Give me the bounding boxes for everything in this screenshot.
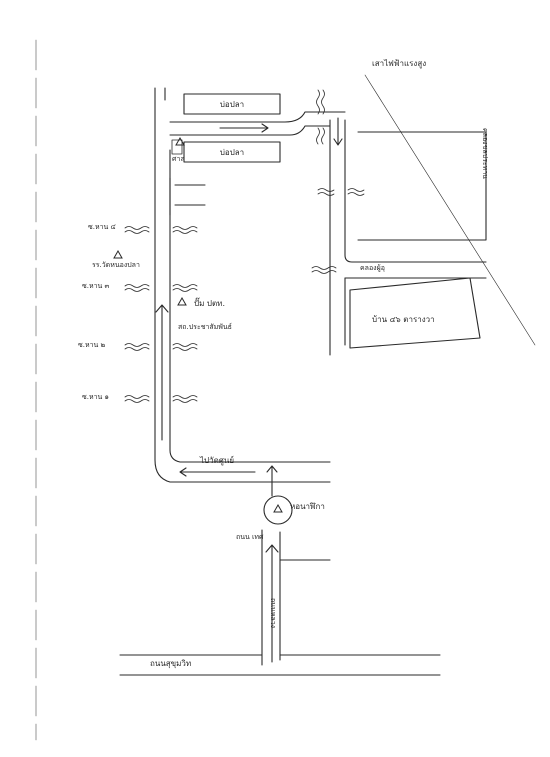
vertical-arrow (265, 544, 279, 663)
canal-arrow-down (333, 117, 343, 146)
health-label: สถ.ประชาสัมพันธ์ (178, 323, 232, 331)
roundabout (263, 495, 293, 525)
junction-arrow-left (179, 467, 256, 477)
canal-top (316, 89, 325, 145)
main-road-left-edge (154, 87, 331, 483)
fish-pond-top (183, 93, 281, 115)
canal-soi1 (124, 395, 198, 403)
canal-soi4 (124, 226, 198, 234)
landmark-school-icon (113, 249, 123, 259)
soi2-label: ซ.หาน ๒ (78, 341, 106, 349)
junction-arrow-up (266, 465, 278, 497)
bottom-road-label: ถนนสุขุมวิท (150, 659, 192, 668)
pond-road-upper (169, 111, 346, 123)
main-road-right-edge (169, 149, 331, 463)
canal-right-label: คลองชลประทาน (481, 128, 489, 179)
landmark-pump-icon (177, 296, 187, 306)
shrine-label: ศาล (172, 155, 185, 163)
right-road-right-edge (344, 119, 487, 263)
shrine-box (171, 139, 183, 155)
plot-46 (349, 277, 481, 349)
main-road-vertical-label: ถนนหลวง (269, 598, 277, 629)
roundabout-label: หอนาฬิกา (290, 502, 325, 511)
pond-arrow (219, 123, 269, 133)
small-road-label: ถนน เทศ (236, 533, 264, 541)
fish-pond-bottom (183, 141, 281, 163)
landmark-clock-icon (273, 503, 283, 513)
canal-right-2 (311, 266, 337, 274)
landmark-shrine-icon (175, 136, 185, 146)
school-label: รร.วัดหนองปลา (92, 261, 140, 269)
soi4-label: ซ.หาน ๔ (88, 223, 116, 231)
canal-soi3 (124, 284, 198, 292)
pond-top-label: บ่อปลา (219, 100, 245, 109)
pond-bottom-label: บ่อปลา (219, 148, 245, 157)
canal-soi2 (124, 343, 198, 351)
canal-right-1 (317, 188, 365, 196)
soi3-label: ซ.หาน ๓ (82, 282, 110, 290)
pond-road-lower (169, 125, 331, 136)
canal-east-label: คลองผู้อุ (360, 264, 385, 272)
pump-label: ปั๊ม ปตท. (194, 299, 225, 308)
road-arrow-left-up (155, 304, 169, 441)
plot-block (357, 131, 487, 241)
junction-label: ไปวัดศูนย์ (200, 456, 235, 465)
power-line-label: เสาไฟฟ้าแรงสูง (372, 59, 427, 68)
plot-label: บ้าน ๔๖ ตารางวา (372, 315, 435, 324)
power-line (364, 74, 536, 346)
soi1-label: ซ.หาน ๑ (82, 393, 109, 401)
